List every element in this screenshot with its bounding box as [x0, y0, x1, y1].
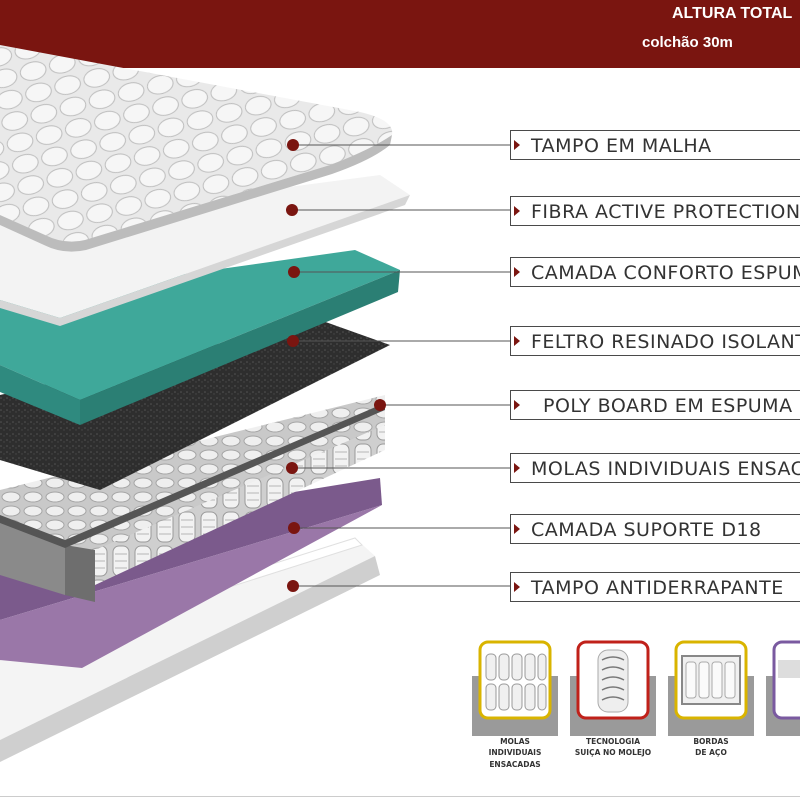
header-subtitle: colchão 30m — [642, 34, 733, 51]
label-text: CAMADA SUPORTE D18 — [531, 519, 762, 541]
label-text: FELTRO RESINADO ISOLANTE — [531, 331, 800, 353]
label-suporte: CAMADA SUPORTE D18 — [510, 514, 800, 544]
label-text: FIBRA ACTIVE PROTECTION — [531, 201, 800, 223]
label-antiderrapante: TAMPO ANTIDERRAPANTE — [510, 572, 800, 602]
header-banner: ALTURA TOTAL colchão 30m — [0, 0, 800, 68]
feature-partial — [766, 640, 800, 772]
layer-molas — [0, 395, 385, 602]
label-tampo-malha: TAMPO EM MALHA — [510, 130, 800, 160]
layer-feltro — [0, 320, 390, 490]
label-espuma: CAMADA CONFORTO ESPUMA — [510, 257, 800, 287]
bottom-rule — [0, 796, 800, 797]
swiss-spring-icon — [570, 640, 656, 772]
label-text: TAMPO EM MALHA — [531, 135, 712, 157]
label-feltro: FELTRO RESINADO ISOLANTE — [510, 326, 800, 356]
label-text: POLY BOARD EM ESPUMA D — [543, 395, 800, 417]
label-text: MOLAS INDIVIDUAIS ENSACA — [531, 458, 800, 480]
steel-edge-icon — [668, 640, 754, 772]
layer-tampo-malha — [0, 45, 393, 252]
label-molas: MOLAS INDIVIDUAIS ENSACA — [510, 453, 800, 483]
pocket-springs-icon — [472, 640, 558, 772]
leader-lines — [292, 144, 512, 587]
label-fibra: FIBRA ACTIVE PROTECTION — [510, 196, 800, 226]
label-poly-board: POLY BOARD EM ESPUMA D — [510, 390, 800, 420]
layer-fibra — [0, 175, 410, 326]
label-text: CAMADA CONFORTO ESPUMA — [531, 262, 800, 284]
header-title: ALTURA TOTAL — [672, 5, 793, 22]
mattress-partial-icon — [766, 640, 800, 772]
leader-dots — [286, 139, 386, 592]
label-text: TAMPO ANTIDERRAPANTE — [531, 577, 784, 599]
